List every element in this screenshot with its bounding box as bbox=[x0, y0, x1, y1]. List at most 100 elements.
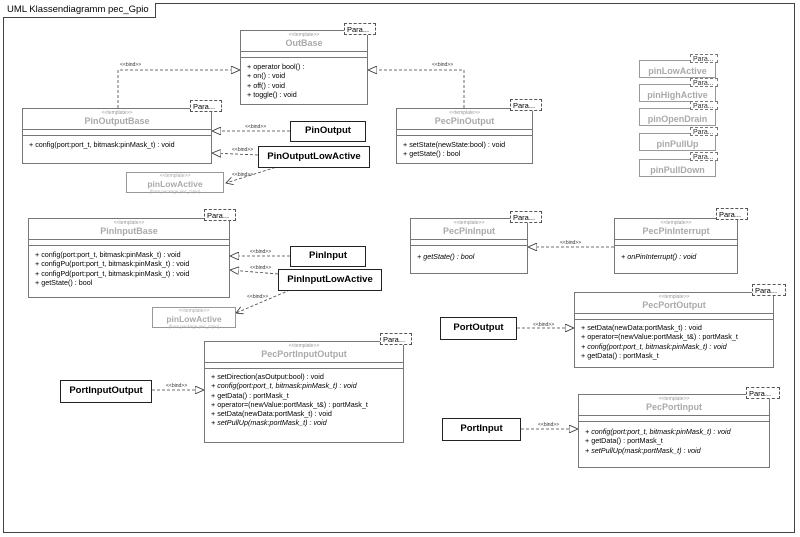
bind-pininputlowactive-base bbox=[230, 270, 279, 274]
operation: + onPinInterrupt() : void bbox=[621, 252, 697, 261]
class-separator bbox=[29, 245, 229, 246]
bind-label: <<bind>> bbox=[538, 422, 559, 428]
class-pin-output-low-active[interactable]: PinOutputLowActive bbox=[258, 146, 370, 168]
template-class-pin-pull-down[interactable]: pinPullDown bbox=[639, 159, 716, 177]
operation: + setData(newData:portMask_t) : void bbox=[211, 409, 332, 419]
stereotype-label: <<template>> bbox=[288, 343, 320, 349]
ref-pin-low-active[interactable]: <<template>> pinLowActive (from package … bbox=[126, 172, 224, 194]
class-pec-pin-input[interactable]: <<template>> PecPinInput + getState() : … bbox=[410, 218, 528, 274]
diagram-frame bbox=[3, 3, 795, 533]
class-name: PinInputBase bbox=[100, 226, 158, 236]
bind-pinoutputbase-outbase bbox=[117, 70, 240, 108]
stereotype-label: <<template>> bbox=[178, 308, 210, 314]
class-name: PinOutputLowActive bbox=[267, 151, 361, 162]
class-name: PinOutput bbox=[305, 125, 351, 136]
operations-list: + onPinInterrupt() : void bbox=[621, 252, 735, 261]
bind-label: <<bind>> bbox=[120, 62, 141, 68]
operation: + setPullUp(mask:portMask_t) : void bbox=[585, 445, 701, 455]
operation: + on() : void bbox=[247, 71, 286, 81]
stereotype-label: <<template>> bbox=[449, 110, 480, 116]
operation: + setDirection(asOutput:bool) : void bbox=[211, 372, 324, 381]
class-port-input[interactable]: PortInput bbox=[442, 418, 521, 441]
operations-list: + config(port:port_t, bitmask:pinMask_t)… bbox=[35, 250, 227, 287]
ref-pin-low-active[interactable]: <<template>> pinLowActive (from package … bbox=[152, 307, 236, 329]
package-note: (from package pec_Gpio) bbox=[168, 324, 220, 329]
stereotype-label: <<template>> bbox=[660, 220, 692, 226]
operations-list: + getState() : bool bbox=[417, 252, 525, 261]
class-pec-port-input-output[interactable]: <<template>> PecPortInputOutput + setDir… bbox=[204, 341, 404, 443]
class-name: pinLowActive bbox=[166, 314, 222, 324]
operation: + config(port:port_t, bitmask:pinMask_t)… bbox=[211, 381, 357, 391]
operation: + setState(newState:bool) : void bbox=[403, 140, 506, 149]
class-pec-port-output[interactable]: <<template>> PecPortOutput + setData(new… bbox=[574, 292, 774, 368]
class-name: PinInput bbox=[309, 250, 347, 261]
class-name: PortOutput bbox=[453, 322, 504, 333]
class-name: PecPinInterrupt bbox=[642, 226, 710, 236]
class-name: PecPortInputOutput bbox=[261, 349, 347, 359]
class-name: PortInputOutput bbox=[69, 385, 143, 396]
class-out-base[interactable]: <<template>> OutBase + operator bool() :… bbox=[240, 30, 368, 105]
class-pin-output[interactable]: PinOutput bbox=[290, 121, 366, 142]
class-port-input-output[interactable]: PortInputOutput bbox=[60, 380, 152, 403]
operations-list: + setState(newState:bool) : void + getSt… bbox=[403, 140, 530, 159]
operation: + operator=(newValue:portMask_t&) : port… bbox=[581, 332, 738, 342]
package-note: (from package pec_Gpio) bbox=[149, 189, 201, 194]
class-separator bbox=[205, 368, 403, 369]
bind-label: <<bind>> bbox=[232, 147, 253, 153]
stereotype-label: <<template>> bbox=[453, 220, 485, 226]
template-param-box: Para... bbox=[752, 284, 786, 296]
class-pec-port-input[interactable]: <<template>> PecPortInput + config(port:… bbox=[578, 394, 770, 468]
stereotype-label: <<template>> bbox=[113, 220, 145, 226]
operation: + configPu(port:port_t, bitmask:pinMask_… bbox=[35, 259, 190, 269]
class-name: PinOutputBase bbox=[84, 116, 150, 126]
class-pin-input[interactable]: PinInput bbox=[290, 246, 366, 267]
operation: + getState() : bool bbox=[403, 149, 461, 159]
class-name: OutBase bbox=[285, 38, 323, 48]
template-param-box: Para... bbox=[344, 23, 376, 35]
template-class-pin-pull-up[interactable]: pinPullUp bbox=[639, 133, 716, 151]
operation: + getData() : portMask_t bbox=[585, 436, 663, 446]
operations-list: + operator bool() : + on() : void + off(… bbox=[247, 62, 365, 99]
class-name: PecPinOutput bbox=[434, 116, 495, 126]
operation: + getData() : portMask_t bbox=[581, 350, 659, 360]
operation: + off() : void bbox=[247, 80, 286, 90]
class-separator bbox=[23, 129, 211, 130]
template-class-pin-high-active[interactable]: pinHighActive bbox=[639, 84, 716, 102]
class-pin-output-base[interactable]: <<template>> PinOutputBase + config(port… bbox=[22, 108, 212, 164]
stereotype-label: <<template>> bbox=[658, 396, 690, 402]
template-class-pin-open-drain[interactable]: pinOpenDrain bbox=[639, 108, 716, 126]
operation: + config(port:port_t, bitmask:pinMask_t)… bbox=[581, 341, 727, 351]
class-name: PortInput bbox=[460, 423, 503, 434]
bind-label: <<bind>> bbox=[250, 265, 271, 271]
bind-label: <<bind>> bbox=[250, 249, 271, 255]
template-param-box: Para... bbox=[690, 101, 718, 110]
operation: + getState() : bool bbox=[35, 277, 93, 287]
class-pec-pin-interrupt[interactable]: <<template>> PecPinInterrupt + onPinInte… bbox=[614, 218, 738, 274]
class-separator bbox=[615, 239, 737, 240]
class-port-output[interactable]: PortOutput bbox=[440, 317, 517, 340]
bind-label: <<bind>> bbox=[533, 322, 554, 328]
template-param-box: Para... bbox=[746, 387, 780, 399]
stereotype-label: <<template>> bbox=[658, 294, 690, 300]
class-pin-input-low-active[interactable]: PinInputLowActive bbox=[278, 269, 382, 291]
class-name: pinLowActive bbox=[147, 179, 203, 189]
class-pec-pin-output[interactable]: <<template>> PecPinOutput + setState(new… bbox=[396, 108, 533, 164]
operation: + toggle() : void bbox=[247, 89, 297, 99]
operation: + configPd(port:port_t, bitmask:pinMask_… bbox=[35, 268, 190, 278]
class-separator bbox=[205, 362, 403, 363]
class-name: PinInputLowActive bbox=[287, 274, 373, 285]
template-param-box: Para... bbox=[716, 208, 748, 220]
operation: + operator=(newValue:portMask_t&) : port… bbox=[211, 399, 368, 409]
bind-label: <<bind>> bbox=[432, 62, 453, 68]
class-separator bbox=[397, 129, 532, 130]
class-name: PecPortOutput bbox=[642, 300, 706, 310]
template-param-box: Para... bbox=[690, 54, 718, 63]
class-separator bbox=[397, 135, 532, 136]
operations-list: + setData(newData:portMask_t) : void + o… bbox=[581, 323, 771, 360]
class-name: PecPortInput bbox=[645, 402, 702, 412]
class-separator bbox=[241, 51, 367, 52]
bind-label: <<bind>> bbox=[560, 240, 581, 246]
class-pin-input-base[interactable]: <<template>> PinInputBase + config(port:… bbox=[28, 218, 230, 298]
template-class-pin-low-active[interactable]: pinLowActive bbox=[639, 60, 716, 78]
